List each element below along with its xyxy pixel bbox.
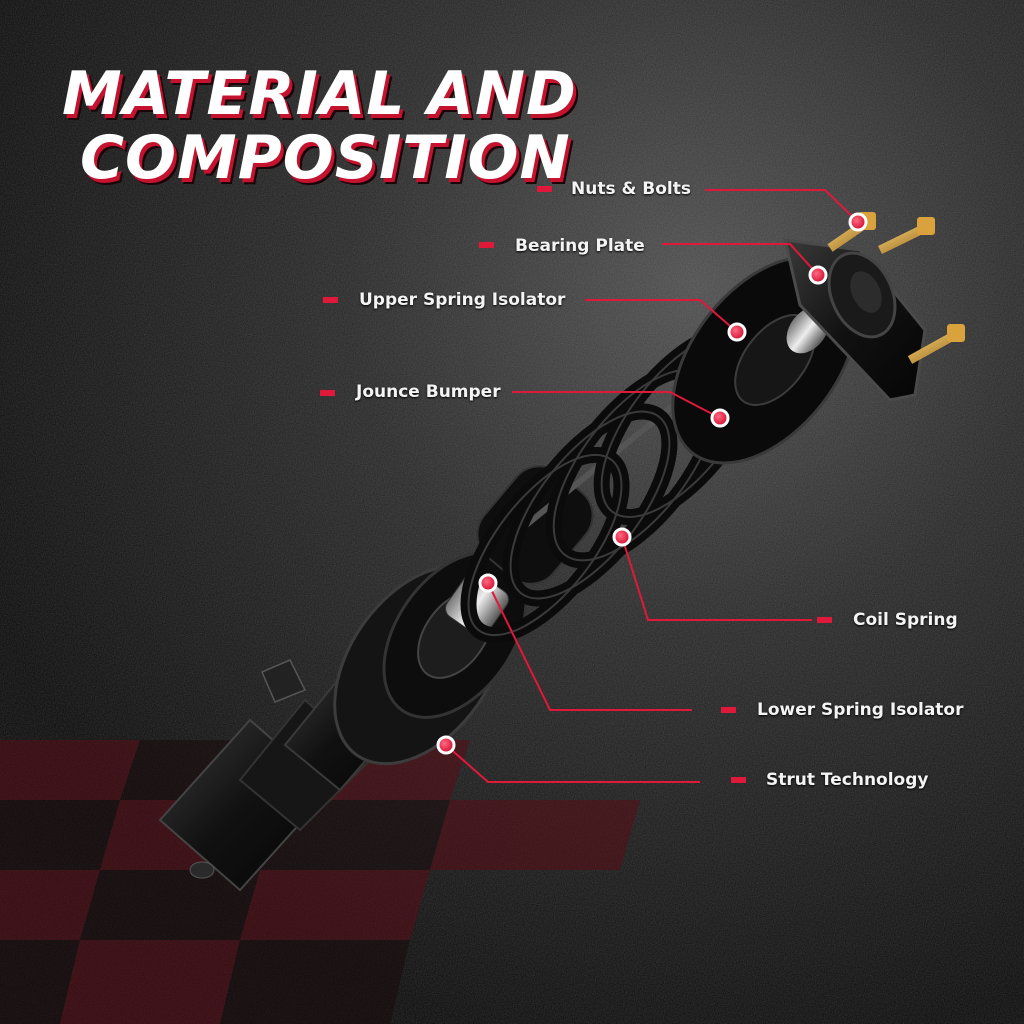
label-dash-strut-technology [731,777,746,783]
label-coil-spring: Coil Spring [853,610,958,630]
marker-dot-jounce-bumper [710,408,730,428]
label-dash-coil-spring [817,617,832,623]
label-dash-lower-spring-isolator [721,707,736,713]
label-dash-upper-spring-isolator [323,297,338,303]
leader-line-coil-spring [621,536,812,621]
page-title-line-2: COMPOSITION [80,123,571,193]
leader-line-strut-technology [445,744,700,783]
label-jounce-bumper: Jounce Bumper [356,382,501,402]
page-title-line-1: MATERIAL AND [62,59,577,129]
label-dash-bearing-plate [479,242,494,248]
marker-dot-upper-spring-isolator [727,322,747,342]
label-nuts-bolts: Nuts & Bolts [571,179,691,199]
label-upper-spring-isolator: Upper Spring Isolator [359,290,566,310]
marker-dot-strut-technology [436,735,456,755]
marker-dot-lower-spring-isolator [478,573,498,593]
label-bearing-plate: Bearing Plate [515,236,645,256]
leader-line-nuts-bolts [705,189,859,223]
label-dash-nuts-bolts [537,186,552,192]
marker-dot-coil-spring [612,527,632,547]
leader-line-upper-spring-isolator [585,299,738,333]
label-strut-technology: Strut Technology [766,770,929,790]
marker-dot-bearing-plate [808,265,828,285]
leader-line-lower-spring-isolator [487,582,692,711]
label-dash-jounce-bumper [320,390,335,396]
leader-line-jounce-bumper [512,391,721,419]
leader-line-bearing-plate [662,243,819,276]
marker-dot-nuts-bolts [848,212,868,232]
label-lower-spring-isolator: Lower Spring Isolator [757,700,964,720]
